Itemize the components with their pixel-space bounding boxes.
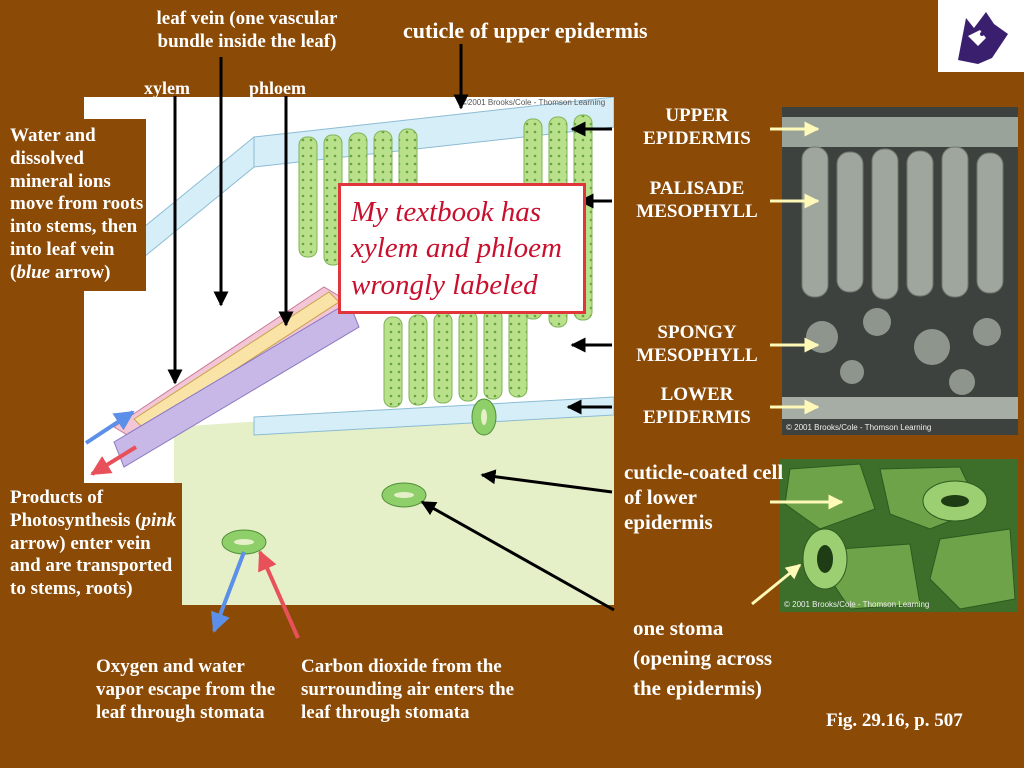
leaf-micrograph: © 2001 Brooks/Cole - Thomson Learning — [782, 107, 1018, 435]
water-note: Water and dissolved mineral ions move fr… — [0, 119, 146, 291]
products-note: Products of Photosynthesis (pink arrow) … — [0, 483, 182, 605]
products-arrow — [90, 445, 138, 476]
cuticle-cell-arrow — [480, 469, 613, 494]
lower-epidermis-label: LOWER EPIDERMIS — [643, 384, 751, 428]
water-note-color: blue — [16, 261, 51, 283]
spongy-mesophyll-label: SPONGY MESOPHYLL — [636, 322, 758, 366]
xylem-label: xylem — [144, 78, 190, 98]
stoma-arrow — [420, 500, 615, 612]
micrograph-credit: © 2001 Brooks/Cole - Thomson Learning — [786, 423, 932, 432]
oxygen-arrow — [211, 551, 246, 633]
stoma-photo-credit: © 2001 Brooks/Cole - Thomson Learning — [784, 600, 930, 609]
products-note-color: pink — [141, 509, 177, 531]
leaf-vein-label: leaf vein (one vascular bundle inside th… — [156, 8, 338, 52]
products-note-end: arrow) enter vein and are transported to… — [10, 532, 173, 600]
water-note-end: arrow) — [50, 261, 111, 283]
stoma-micrograph: © 2001 Brooks/Cole - Thomson Learning — [780, 459, 1018, 612]
water-note-text: Water and dissolved mineral ions move fr… — [10, 125, 144, 283]
phloem-label: phloem — [249, 78, 307, 98]
stoma-label: one stoma (opening across the epidermis) — [633, 616, 773, 700]
products-note-text: Products of Photosynthesis ( — [10, 487, 142, 531]
oxygen-note: Oxygen and water vapor escape from the l… — [96, 656, 276, 723]
figure-reference: Fig. 29.16, p. 507 — [826, 710, 963, 731]
water-arrow — [84, 410, 135, 445]
husky-logo — [938, 0, 1024, 72]
palisade-mesophyll-label: PALISADE MESOPHYLL — [636, 178, 758, 222]
upper-epidermis-label: UPPER EPIDERMIS — [643, 105, 751, 149]
cuticle-label: cuticle of upper epidermis — [403, 18, 648, 43]
stoma-photo-pointer — [751, 563, 802, 606]
cuticle-cell-label: cuticle-coated cell of lower epidermis — [624, 460, 784, 535]
textbook-error-callout: My textbook has xylem and phloem wrongly… — [338, 183, 586, 314]
co2-note: Carbon dioxide from the surrounding air … — [301, 656, 515, 723]
husky-logo-icon — [958, 12, 1008, 64]
co2-arrow — [258, 550, 300, 639]
drawing-credit: ©2001 Brooks/Cole - Thomson Learning — [462, 98, 606, 107]
